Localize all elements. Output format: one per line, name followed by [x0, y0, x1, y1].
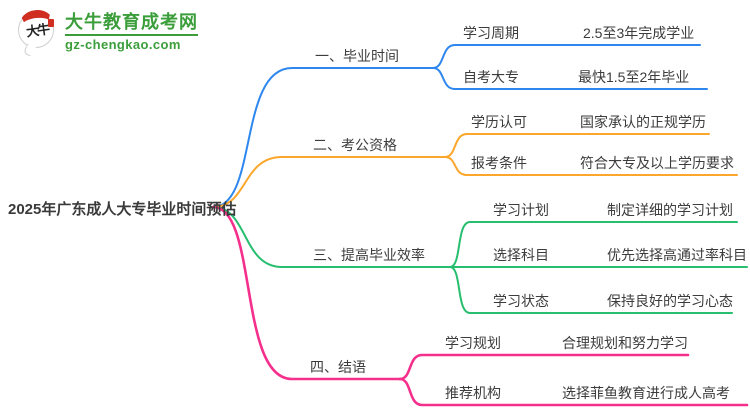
leaf-label: 自考大专 — [463, 69, 519, 85]
logo-bubble-shape — [18, 12, 54, 48]
leaf-value: 制定详细的学习计划 — [607, 202, 733, 218]
branch-4-fork-up — [398, 353, 690, 381]
leaf-label: 推荐机构 — [445, 385, 501, 401]
branch-4-connector — [211, 205, 402, 381]
leaf-value: 优先选择高通过率科目 — [607, 247, 747, 263]
leaf-value: 最快1.5至2年毕业 — [578, 69, 690, 85]
logo-seal-icon — [48, 19, 54, 27]
branch-4-fork-down — [398, 377, 749, 407]
branch-2-connector — [212, 156, 446, 208]
logo-text-block: 大牛教育成考网 gz-chengkao.com — [65, 11, 198, 52]
branch-2-fork-down — [444, 156, 738, 176]
branch-4-label: 四、结语 — [310, 359, 366, 375]
leaf-label: 学习计划 — [493, 202, 549, 218]
mindmap-root-title: 2025年广东成人大专毕业时间预估 — [8, 201, 237, 218]
leaf-value: 选择菲鱼教育进行成人高考 — [562, 385, 730, 401]
leaf-label: 学习周期 — [463, 25, 519, 41]
site-name: 大牛教育成考网 — [65, 12, 198, 32]
leaf-value: 国家承认的正规学历 — [580, 114, 706, 130]
branch-1-fork-up — [432, 44, 701, 69]
branch-2-label: 二、考公资格 — [313, 137, 397, 153]
leaf-value: 符合大专及以上学历要求 — [580, 155, 734, 171]
branch-1-connector — [212, 67, 434, 208]
branch-3-label: 三、提高毕业效率 — [313, 247, 425, 263]
logo-bubble-icon: 大牛 — [18, 8, 58, 57]
logo-divider — [65, 34, 198, 36]
branch-1-label: 一、毕业时间 — [315, 48, 399, 64]
leaf-label: 报考条件 — [471, 155, 527, 171]
leaf-label: 学习规划 — [445, 335, 501, 351]
branch-1-fork-down — [432, 67, 708, 90]
leaf-label: 学历认可 — [471, 114, 527, 130]
branch-3-fork-down — [449, 266, 733, 314]
leaf-label: 学习状态 — [493, 293, 549, 309]
site-logo: 大牛 大牛教育成考网 gz-chengkao.com — [18, 8, 198, 57]
leaf-value: 保持良好的学习心态 — [607, 293, 733, 309]
leaf-value: 2.5至3年完成学业 — [583, 25, 695, 41]
branch-3-fork-up — [449, 221, 738, 268]
leaf-value: 合理规划和努力学习 — [562, 335, 688, 351]
branch-2-fork-up — [444, 133, 710, 158]
leaf-label: 选择科目 — [493, 247, 549, 263]
site-url: gz-chengkao.com — [65, 37, 181, 52]
